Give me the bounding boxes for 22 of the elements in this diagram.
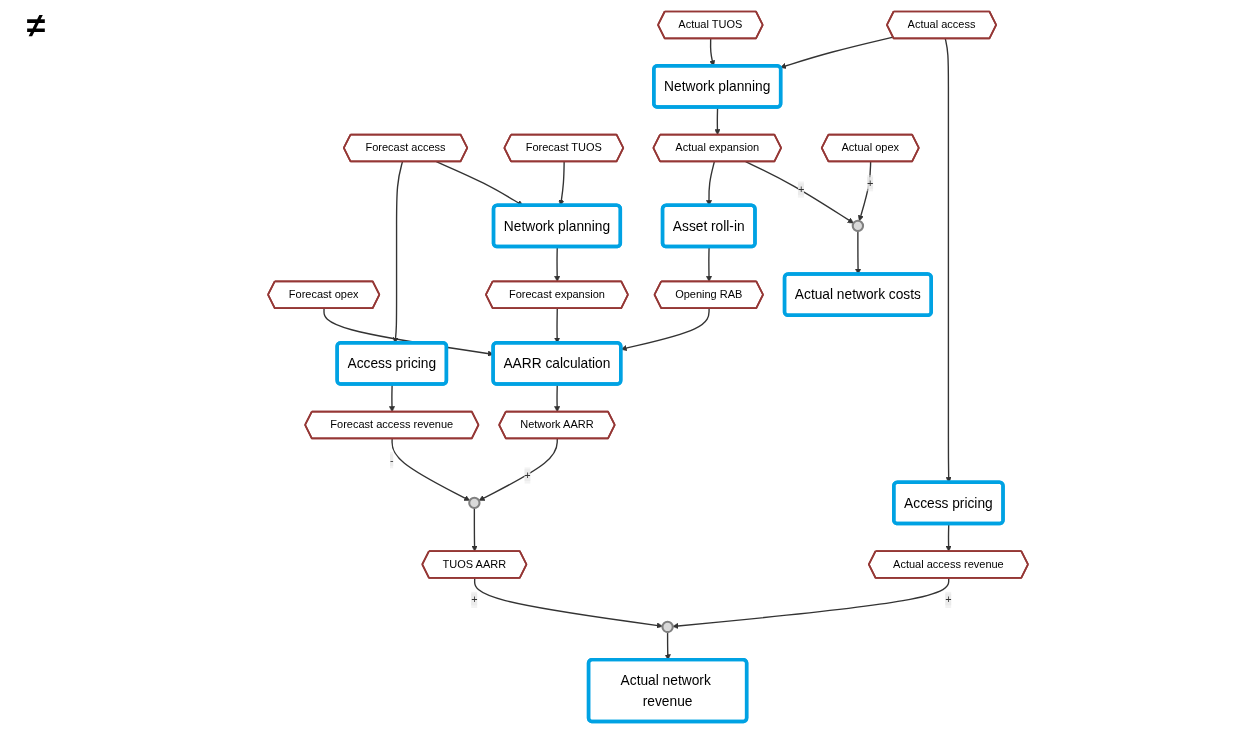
edge-label: +	[797, 183, 805, 196]
edge-label: -	[389, 454, 394, 466]
arrow	[554, 246, 561, 282]
arrow	[945, 523, 952, 552]
arrow	[558, 161, 565, 206]
edge-label: +	[867, 177, 874, 189]
node-circle	[851, 219, 865, 233]
arrow	[478, 438, 558, 501]
edge-label: +	[524, 469, 531, 481]
arrow	[744, 161, 854, 224]
arrow	[435, 161, 524, 206]
edge-label: +	[945, 593, 952, 606]
arrow	[706, 161, 716, 206]
arrow	[706, 246, 713, 282]
arrow	[780, 36, 894, 69]
arrow	[944, 37, 952, 483]
node-circle	[661, 620, 674, 634]
arrow	[855, 230, 862, 275]
node-circle	[468, 496, 481, 510]
not-equal-sign: ≠	[26, 6, 46, 45]
edge-label: +	[471, 593, 478, 606]
arrow	[471, 507, 478, 552]
